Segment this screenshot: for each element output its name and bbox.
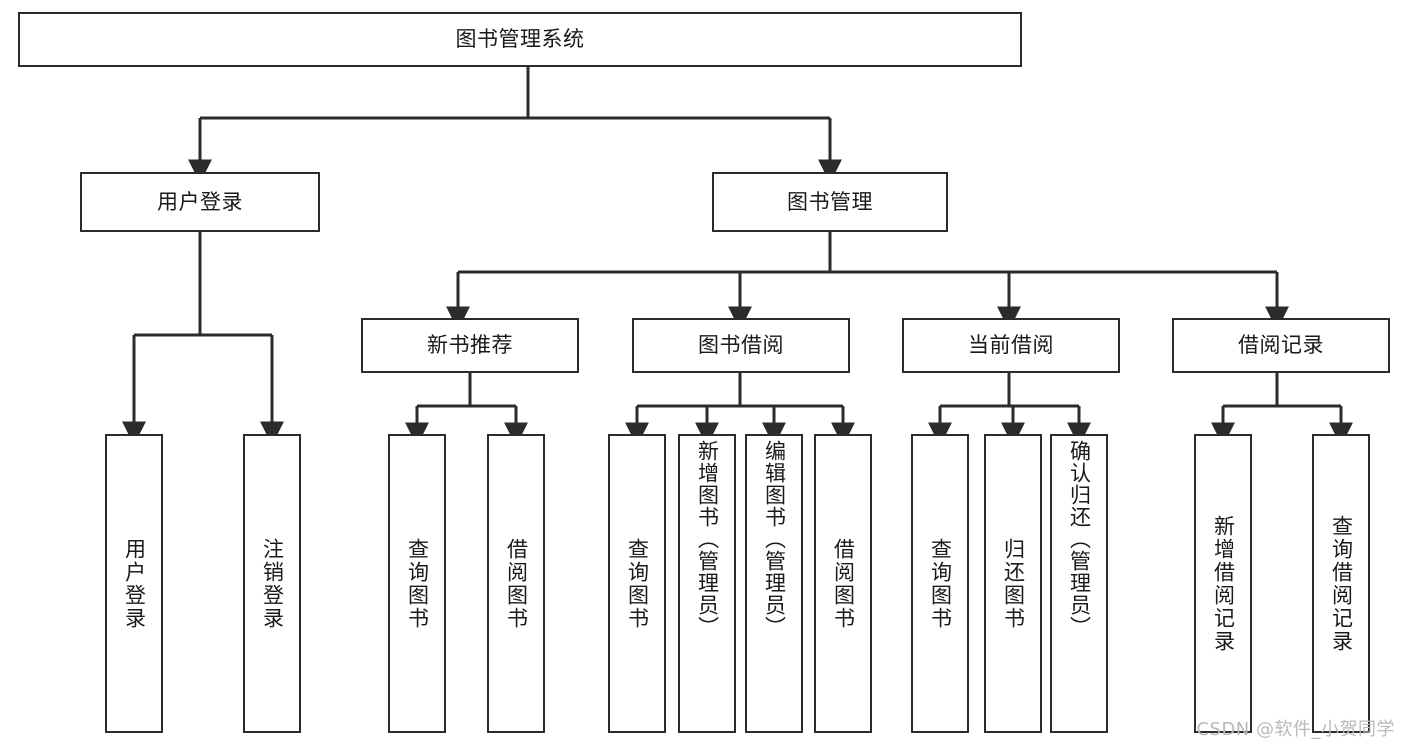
node-leaf-add-book-admin[interactable]: 新增图书（管理员） — [678, 434, 736, 733]
node-leaf-user-logout[interactable]: 注销登录 — [243, 434, 301, 733]
node-book-management[interactable]: 图书管理 — [712, 172, 948, 232]
node-current-borrow-label: 当前借阅 — [968, 333, 1054, 358]
node-leaf-query-borrow-record-label: 查询借阅记录 — [1329, 514, 1354, 653]
node-leaf-query-borrow-record[interactable]: 查询借阅记录 — [1312, 434, 1370, 733]
node-leaf-return-book-label: 归还图书 — [1001, 537, 1026, 630]
node-leaf-edit-book-admin-label: 编辑图书（管理员） — [762, 440, 787, 638]
node-root-label: 图书管理系统 — [455, 27, 585, 52]
node-user-login[interactable]: 用户登录 — [80, 172, 320, 232]
node-leaf-query-book-recommend[interactable]: 查询图书 — [388, 434, 446, 733]
node-leaf-user-login-label: 用户登录 — [122, 537, 147, 630]
node-leaf-query-book-current[interactable]: 查询图书 — [911, 434, 969, 733]
node-leaf-edit-book-admin[interactable]: 编辑图书（管理员） — [745, 434, 803, 733]
node-leaf-query-book-recommend-label: 查询图书 — [405, 537, 430, 630]
node-root[interactable]: 图书管理系统 — [18, 12, 1022, 67]
node-new-book-recommend-label: 新书推荐 — [427, 333, 513, 358]
node-leaf-add-borrow-record[interactable]: 新增借阅记录 — [1194, 434, 1252, 733]
node-borrow-record[interactable]: 借阅记录 — [1172, 318, 1390, 373]
node-book-borrow[interactable]: 图书借阅 — [632, 318, 850, 373]
node-leaf-return-book[interactable]: 归还图书 — [984, 434, 1042, 733]
node-leaf-user-logout-label: 注销登录 — [260, 537, 285, 630]
node-new-book-recommend[interactable]: 新书推荐 — [361, 318, 579, 373]
watermark: CSDN @软件_小贺同学 — [1196, 719, 1395, 740]
node-leaf-confirm-return-admin-label: 确认归还（管理员） — [1067, 440, 1092, 638]
node-leaf-query-book-borrow-label: 查询图书 — [625, 537, 650, 630]
node-leaf-borrow-book[interactable]: 借阅图书 — [814, 434, 872, 733]
node-leaf-add-book-admin-label: 新增图书（管理员） — [695, 440, 720, 638]
node-leaf-query-book-current-label: 查询图书 — [928, 537, 953, 630]
node-leaf-borrow-book-recommend-label: 借阅图书 — [504, 537, 529, 630]
node-leaf-user-login[interactable]: 用户登录 — [105, 434, 163, 733]
node-book-borrow-label: 图书借阅 — [698, 333, 784, 358]
node-borrow-record-label: 借阅记录 — [1238, 333, 1324, 358]
node-leaf-query-book-borrow[interactable]: 查询图书 — [608, 434, 666, 733]
node-user-login-label: 用户登录 — [157, 189, 243, 214]
node-leaf-borrow-book-label: 借阅图书 — [831, 537, 856, 630]
node-leaf-confirm-return-admin[interactable]: 确认归还（管理员） — [1050, 434, 1108, 733]
node-book-management-label: 图书管理 — [787, 189, 873, 214]
node-leaf-borrow-book-recommend[interactable]: 借阅图书 — [487, 434, 545, 733]
node-current-borrow[interactable]: 当前借阅 — [902, 318, 1120, 373]
node-leaf-add-borrow-record-label: 新增借阅记录 — [1211, 514, 1236, 653]
